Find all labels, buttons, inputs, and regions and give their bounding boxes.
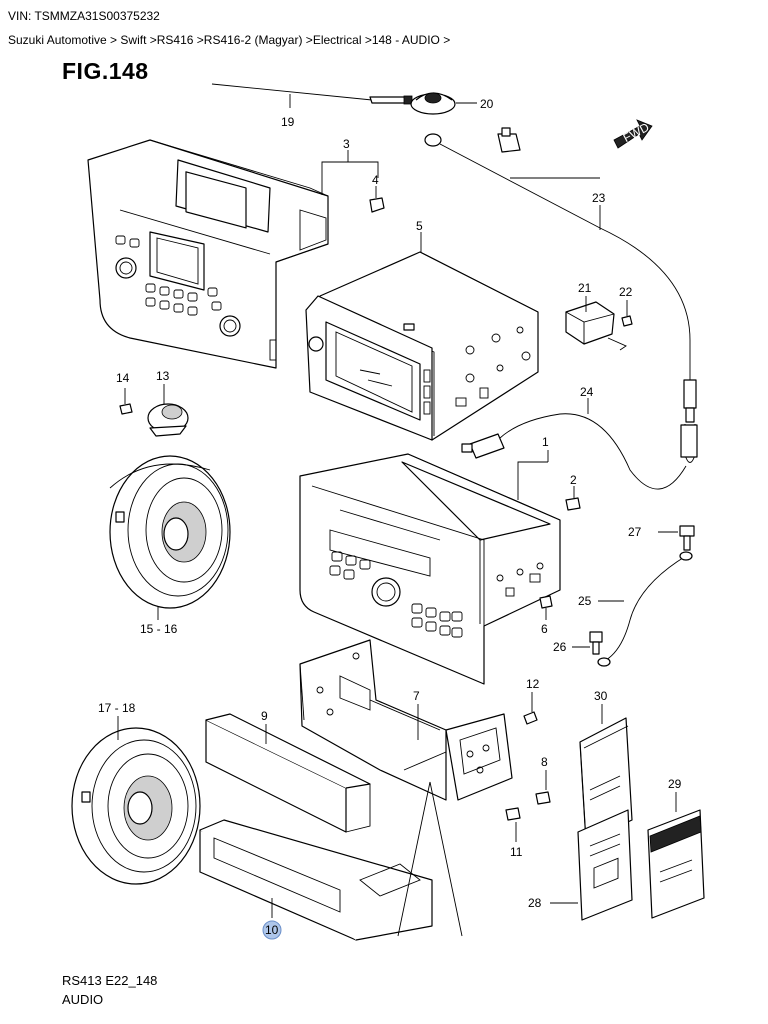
- screw-11: [505, 807, 521, 821]
- ground-strap: [597, 551, 693, 667]
- bolt-27: [679, 525, 695, 551]
- mounting-bracket: [299, 639, 513, 801]
- manual-28: [577, 809, 633, 921]
- tweeter: [147, 403, 189, 437]
- callout-30[interactable]: 30: [594, 689, 608, 703]
- callout-7[interactable]: 7: [413, 689, 420, 703]
- callout-9[interactable]: 9: [261, 709, 268, 723]
- callout-25[interactable]: 25: [578, 594, 592, 608]
- screw-6: [539, 595, 553, 609]
- callout-19[interactable]: 19: [281, 115, 295, 129]
- callout-10[interactable]: 10: [265, 923, 279, 937]
- screw-22: [621, 315, 633, 327]
- callout-15-16[interactable]: 15 - 16: [140, 622, 178, 636]
- antenna-clip: [497, 127, 521, 153]
- callout-21[interactable]: 21: [578, 281, 592, 295]
- screw-8: [535, 791, 551, 805]
- screw-14: [119, 403, 133, 415]
- callout-1[interactable]: 1: [542, 435, 549, 449]
- speaker-front: [109, 455, 231, 609]
- callout-8[interactable]: 8: [541, 755, 548, 769]
- screw-4: [369, 197, 385, 213]
- callout-22[interactable]: 22: [619, 285, 633, 299]
- navigation-unit: [305, 251, 539, 441]
- extension-cable: [461, 413, 687, 490]
- callout-12[interactable]: 12: [526, 677, 540, 691]
- callout-2[interactable]: 2: [570, 473, 577, 487]
- antenna-base: [410, 92, 456, 115]
- callout-26[interactable]: 26: [553, 640, 567, 654]
- manual-29: [647, 809, 705, 919]
- screw-12: [523, 711, 538, 725]
- fwd-arrow-icon: FWD: [613, 119, 653, 149]
- speaker-rear: [71, 727, 201, 885]
- breadcrumb[interactable]: Suzuki Automotive > Swift >RS416 >RS416-…: [8, 33, 451, 47]
- manual-30: [579, 717, 633, 843]
- bolt-26: [589, 631, 603, 655]
- callout-29[interactable]: 29: [668, 777, 682, 791]
- storage-pocket: [199, 819, 433, 941]
- callout-27[interactable]: 27: [628, 525, 642, 539]
- callout-5[interactable]: 5: [416, 219, 423, 233]
- callout-3[interactable]: 3: [343, 137, 350, 151]
- callout-11[interactable]: 11: [510, 845, 523, 859]
- head-unit-upper: [87, 139, 329, 369]
- callout-4[interactable]: 4: [372, 173, 379, 187]
- diagram-title: AUDIO: [62, 992, 104, 1007]
- callout-14[interactable]: 14: [116, 371, 130, 385]
- highlight-marker: [262, 920, 282, 940]
- filler-panel: [205, 713, 371, 833]
- amplifier-module: [565, 301, 627, 351]
- callout-20[interactable]: 20: [480, 97, 494, 111]
- antenna-cable: [424, 133, 698, 463]
- diagram-code: RS413 E22_148: [62, 973, 158, 988]
- callout-17-18[interactable]: 17 - 18: [98, 701, 136, 715]
- vin-text: VIN: TSMMZA31S00375232: [8, 9, 160, 23]
- callout-28[interactable]: 28: [528, 896, 542, 910]
- callout-6[interactable]: 6: [541, 622, 548, 636]
- figure-title: FIG.148: [62, 58, 149, 84]
- callout-13[interactable]: 13: [156, 369, 170, 383]
- callout-23[interactable]: 23: [592, 191, 606, 205]
- callout-24[interactable]: 24: [580, 385, 594, 399]
- screw-2: [565, 497, 581, 511]
- head-unit-lower: [299, 453, 561, 685]
- antenna-rod: [211, 83, 413, 105]
